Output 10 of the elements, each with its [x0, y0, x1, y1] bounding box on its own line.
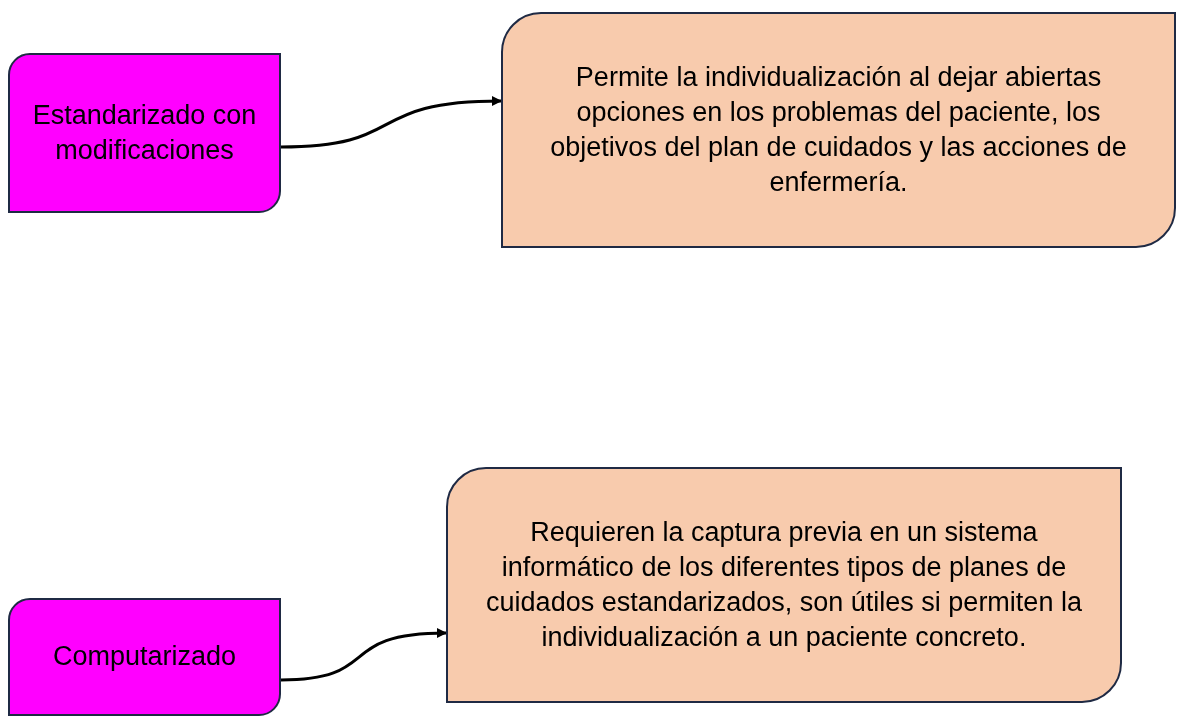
box-text: Computarizado — [52, 640, 237, 674]
curved-arrow — [280, 628, 447, 682]
term-box — [8, 53, 281, 213]
box-text: Permite la individualización al dejar abiertas opciones en los problemas del paciente, los objetivos del plan de cuidados y las acciones de enfermería. — [549, 60, 1128, 200]
box-text: Estandarizado con modificaciones — [31, 98, 258, 167]
description-box — [501, 12, 1176, 248]
box-text: Requieren la captura previa en un sistema informático de los diferentes tipos de planes de cuidados estandarizados, son útiles si permiten la individualización a un paciente concreto. — [485, 515, 1083, 655]
term-box — [8, 598, 281, 716]
description-box — [446, 467, 1122, 703]
curved-arrow — [280, 96, 502, 149]
